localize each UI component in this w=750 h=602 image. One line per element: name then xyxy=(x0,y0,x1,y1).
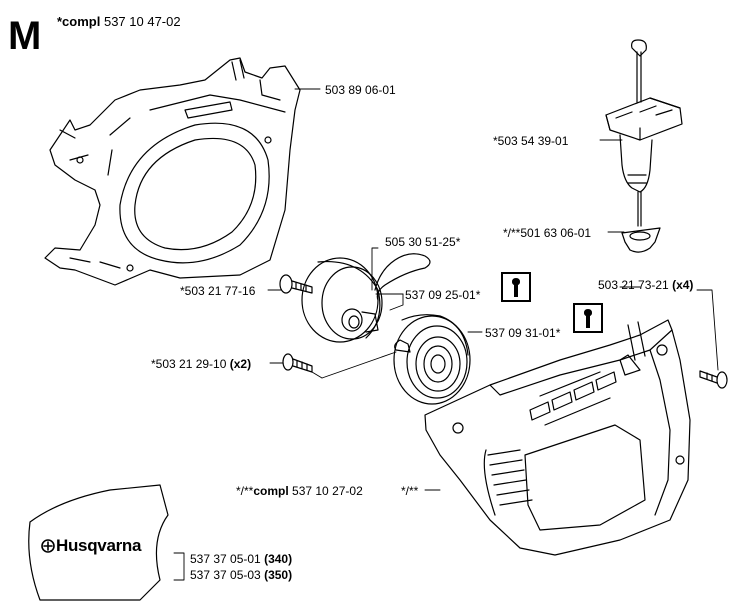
assembly-number: *compl 537 10 47-02 xyxy=(57,14,181,29)
compl-tag: compl xyxy=(253,484,289,498)
starter-cover-part xyxy=(424,319,691,556)
part-label: 537 09 25-01* xyxy=(405,288,481,302)
starter-handle-part xyxy=(605,39,683,227)
model: (340) xyxy=(264,552,293,566)
cover-bolt-part xyxy=(699,370,728,389)
part-label: */**501 63 06-01 xyxy=(503,226,592,240)
recoil-spring-part xyxy=(393,314,471,405)
section-letter: M xyxy=(8,14,42,58)
decal-part xyxy=(28,484,169,601)
husqvarna-crown-icon xyxy=(41,539,55,553)
part-number: 537 10 27-02 xyxy=(292,484,363,498)
part-label: *503 21 29-10 (x2) xyxy=(151,357,251,371)
part-number: 503 21 73-21 xyxy=(598,278,669,292)
part-label: 537 09 31-01* xyxy=(485,326,561,340)
clutch-cover-part xyxy=(44,57,301,286)
part-label: 505 30 51-25* xyxy=(385,235,461,249)
quantity: (x4) xyxy=(672,278,694,292)
part-label: 537 37 05-01 (340) xyxy=(190,552,292,566)
part-number: 537 37 05-03 xyxy=(190,568,261,582)
bolt-part xyxy=(279,274,313,294)
starter-pulley-part xyxy=(301,257,383,343)
screwdriver-tool-icon xyxy=(573,303,603,333)
starter-rope-part xyxy=(374,253,431,301)
part-label: 537 37 05-03 (350) xyxy=(190,568,292,582)
husqvarna-logo: Husqvarna xyxy=(40,536,141,556)
wrench-tool-icon xyxy=(501,272,531,302)
part-number: *503 21 29-10 xyxy=(151,357,227,371)
part-label: *503 54 39-01 xyxy=(493,134,569,148)
part-label: */**compl 537 10 27-02 xyxy=(236,484,363,498)
part-label: *503 21 77-16 xyxy=(180,284,256,298)
rope-guide-part xyxy=(621,227,661,253)
part-label: */** xyxy=(401,484,419,498)
part-number: 537 37 05-01 xyxy=(190,552,261,566)
logo-text: Husqvarna xyxy=(56,536,142,555)
part-prefix: */** xyxy=(236,484,254,498)
quantity: (x2) xyxy=(229,357,252,371)
model: (350) xyxy=(264,568,293,582)
assembly-prefix: *compl xyxy=(57,14,101,29)
assembly-number-value: 537 10 47-02 xyxy=(103,14,181,29)
screw-part xyxy=(282,353,313,373)
part-label: 503 21 73-21 (x4) xyxy=(598,278,693,292)
part-label: 503 89 06-01 xyxy=(325,83,396,97)
